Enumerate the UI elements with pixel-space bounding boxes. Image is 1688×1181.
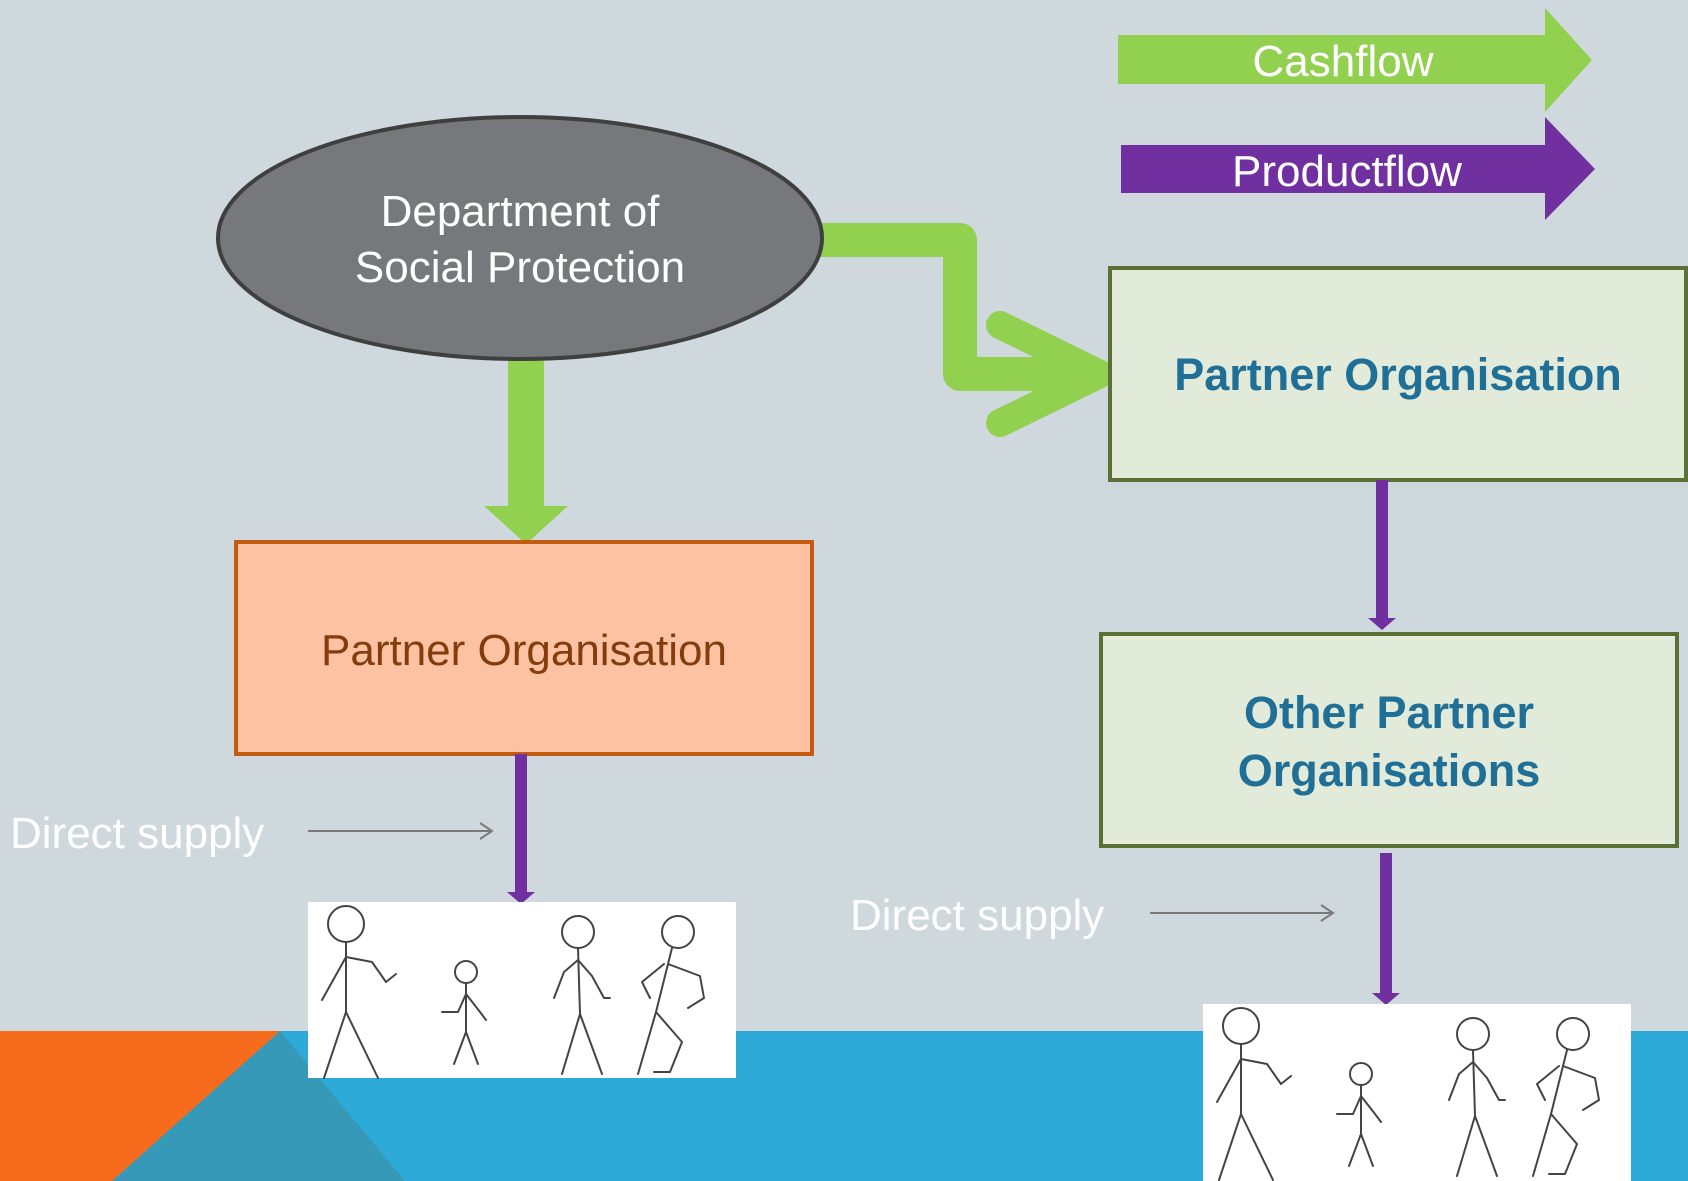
cashflow-legend-label: Cashflow — [1253, 37, 1434, 86]
cashflow-arrow-head — [484, 506, 568, 544]
direct-supply-right-label: Direct supply — [850, 891, 1104, 940]
other-partner-organisations-label-line1: Other Partner — [1244, 687, 1534, 738]
productflow-left-head — [507, 892, 535, 904]
cashflow-bent-shaft — [815, 223, 1090, 391]
productflow-right-upper-shaft — [1376, 480, 1388, 620]
other-partner-organisations-label-line2: Organisations — [1238, 745, 1541, 796]
partner-organisation-right — [1108, 266, 1688, 482]
productflow-left-shaft — [515, 754, 527, 894]
stick-figures-group-left-icon — [308, 902, 736, 1079]
department-label-line2: Social Protection — [355, 243, 685, 292]
productflow-right-lower-shaft — [1380, 853, 1392, 995]
other-partner-organisations — [1099, 632, 1679, 848]
partner-organisation-left — [234, 540, 814, 756]
productflow-right-upper-head — [1368, 618, 1396, 630]
direct-supply-left-label: Direct supply — [10, 809, 264, 858]
cashflow-arrow-down — [484, 358, 568, 544]
productflow-legend-arrow — [1121, 117, 1595, 220]
stick-figures-group-right-icon — [1203, 1004, 1631, 1181]
footer-band-teal — [112, 1031, 405, 1181]
department-node — [216, 115, 824, 361]
cashflow-legend-arrow — [1118, 8, 1592, 112]
footer-band-orange — [0, 1031, 280, 1181]
direct-supply-right-pointer — [1150, 904, 1335, 922]
productflow-arrow-left — [507, 754, 535, 904]
productflow-legend-label: Productflow — [1232, 147, 1462, 196]
partner-organisation-right-label: Partner Organisation — [1174, 349, 1622, 400]
department-label-line1: Department of — [381, 187, 661, 236]
productflow-arrow-right-upper — [1368, 480, 1396, 630]
cashflow-arrow-shaft — [508, 358, 544, 508]
cashflow-arrow-bent — [815, 223, 1114, 437]
legend: Cashflow Productflow — [1118, 8, 1595, 220]
partner-organisation-left-label: Partner Organisation — [321, 626, 727, 675]
cashflow-bent-head — [986, 311, 1114, 437]
productflow-arrow-right-lower — [1372, 853, 1400, 1005]
productflow-right-lower-head — [1372, 993, 1400, 1005]
direct-supply-left-pointer — [308, 822, 494, 840]
